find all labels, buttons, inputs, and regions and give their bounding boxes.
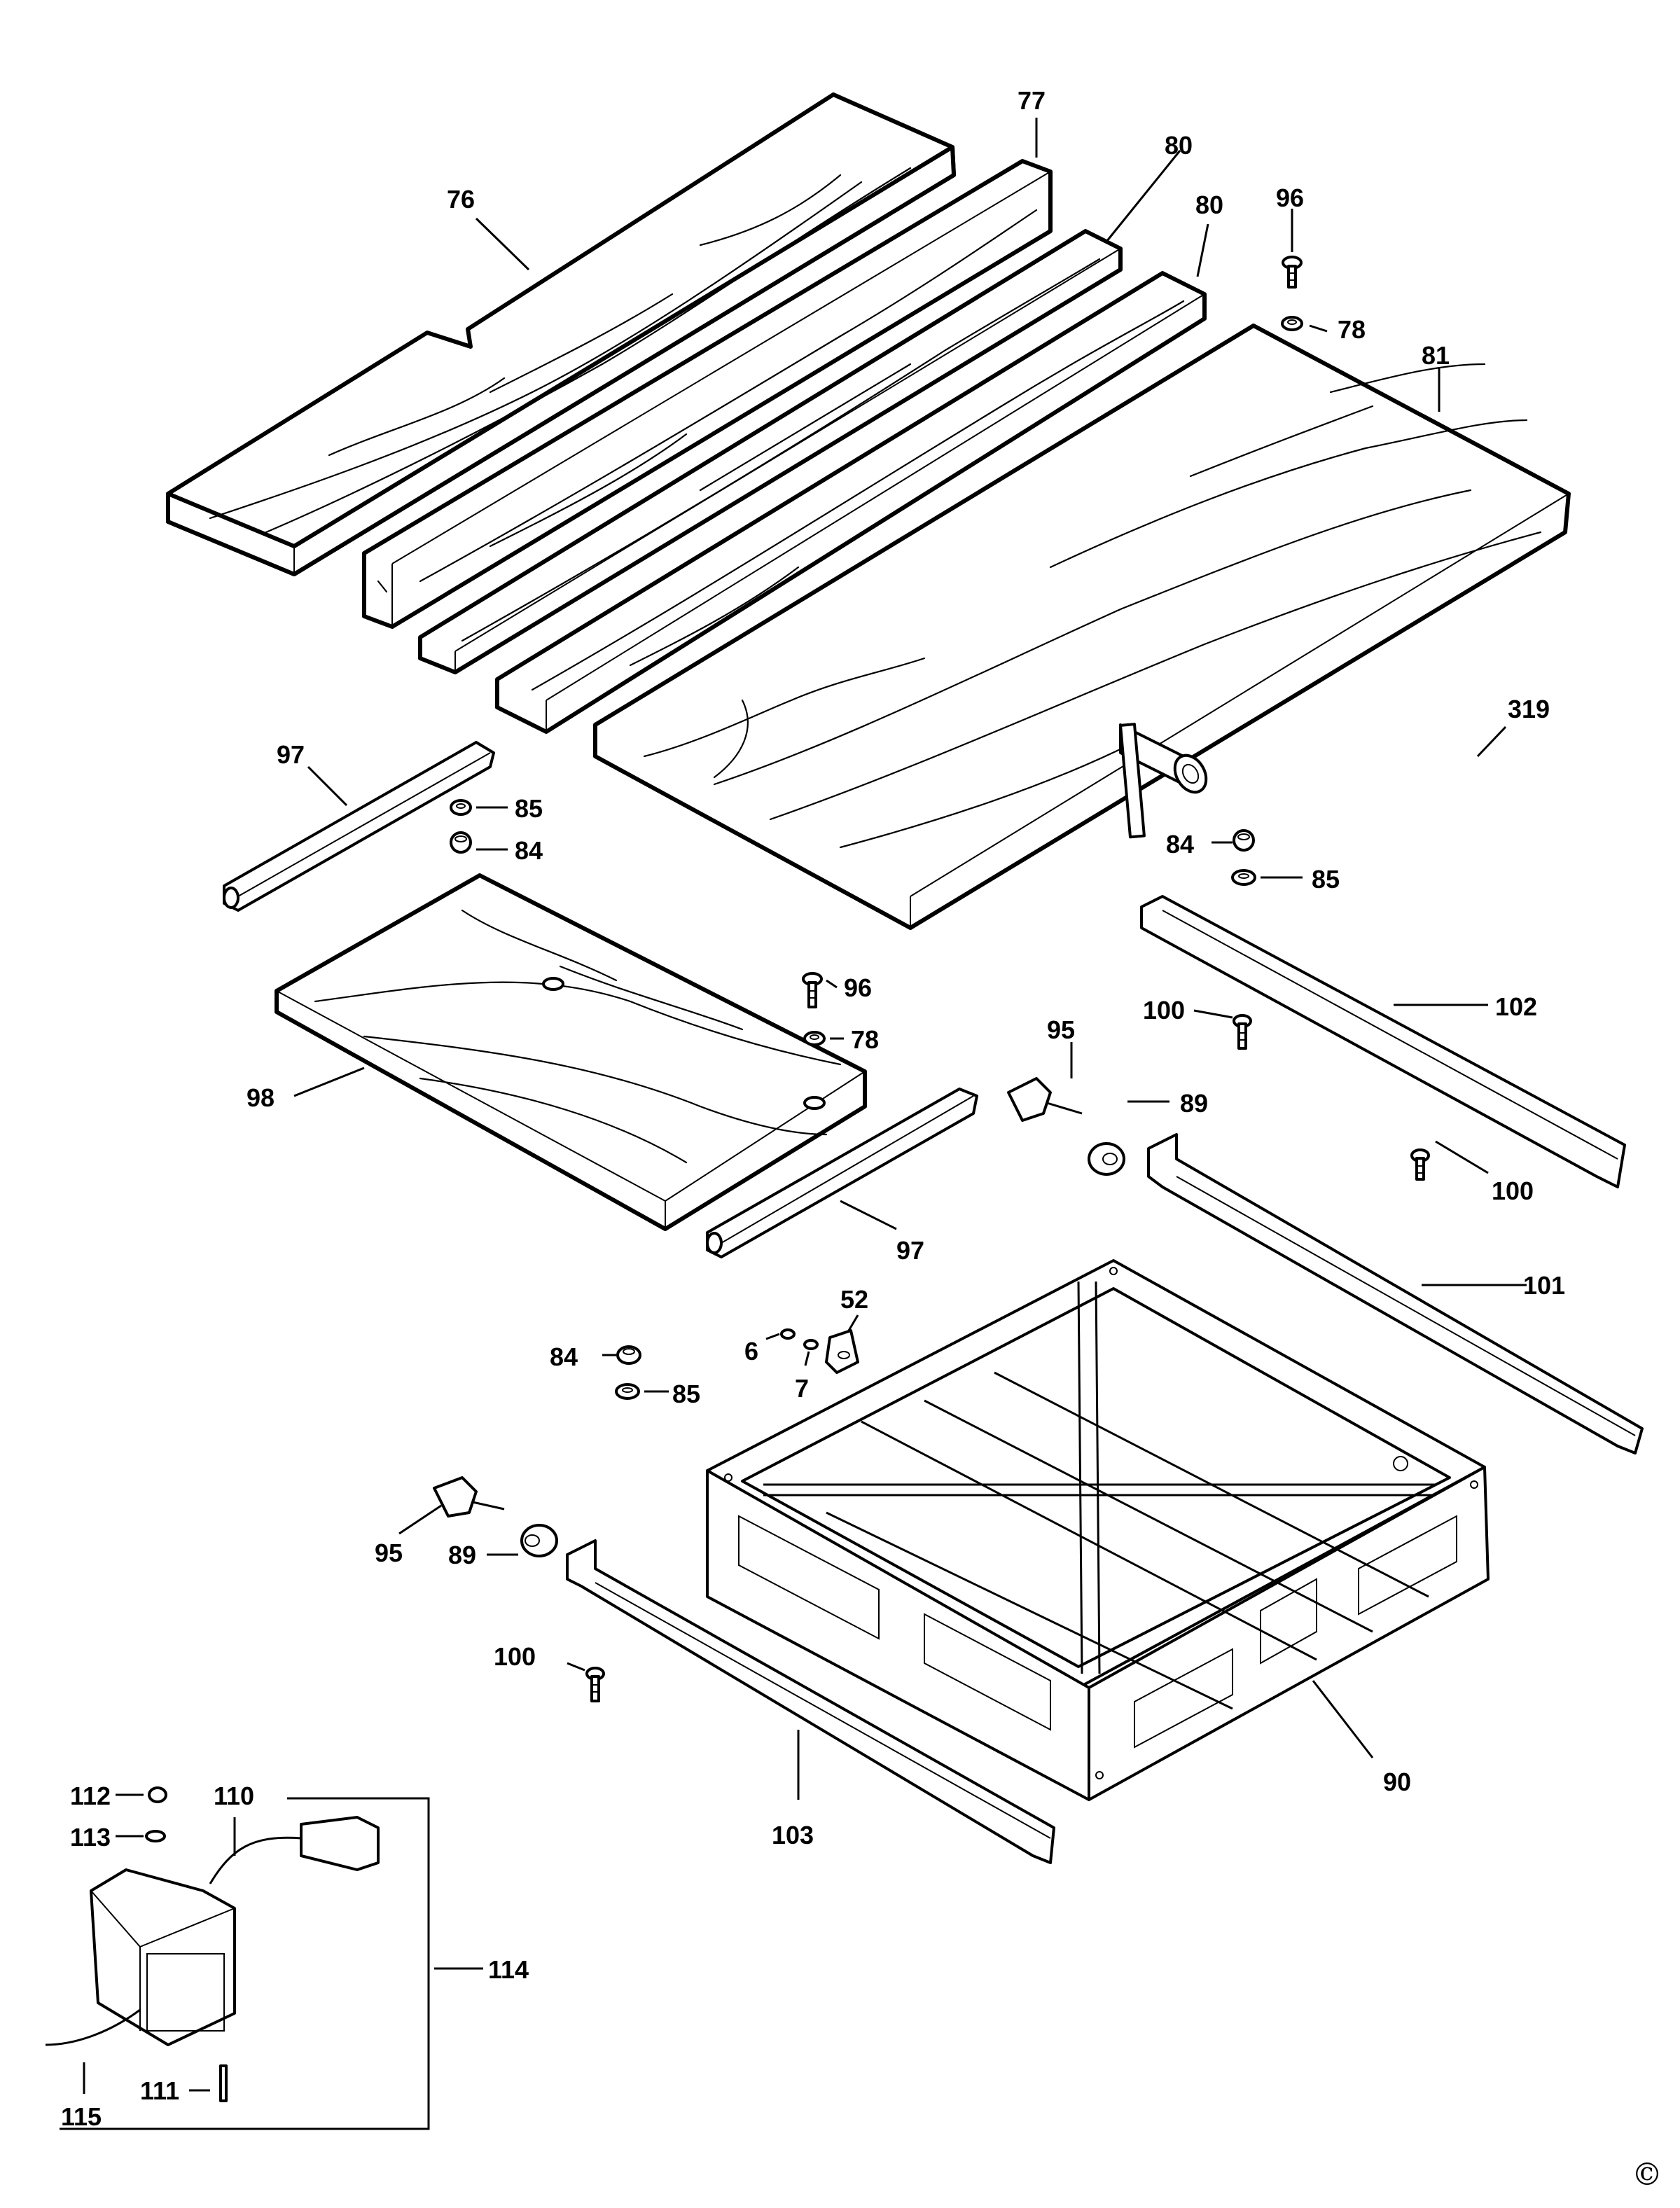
label-95-right: 95	[1047, 1015, 1075, 1044]
washer-7	[803, 1339, 819, 1350]
wrench-319	[1119, 723, 1208, 839]
rail-97-top	[223, 741, 495, 912]
label-7: 7	[795, 1374, 809, 1403]
screw-6	[780, 1328, 796, 1340]
label-78-mid: 78	[851, 1025, 879, 1054]
screw-100-top	[1233, 1014, 1252, 1050]
label-112: 112	[70, 1782, 111, 1810]
label-6: 6	[744, 1337, 758, 1366]
label-100-bottom: 100	[494, 1642, 536, 1671]
angle-rail-103	[566, 1539, 1055, 1864]
part-labels: 76 77 80 80 96 78 81 319 97 85 84 84 85 …	[61, 86, 1662, 2193]
label-115: 115	[61, 2102, 102, 2131]
label-100-right: 100	[1492, 1176, 1534, 1205]
label-110: 110	[214, 1782, 254, 1810]
nut-85-right	[1231, 869, 1256, 886]
label-85-lower: 85	[672, 1380, 700, 1408]
label-89-right: 89	[1180, 1089, 1208, 1118]
board-80-second	[495, 271, 1207, 734]
nut-85-left	[450, 799, 472, 816]
label-80-second: 80	[1195, 190, 1223, 219]
panel-98	[275, 873, 867, 1231]
leader-lines	[83, 118, 1527, 2094]
board-80-first	[418, 229, 1123, 674]
label-84-lower: 84	[550, 1342, 578, 1371]
nut-84-left	[450, 831, 472, 854]
angle-rail-102	[1140, 895, 1626, 1188]
label-98: 98	[247, 1083, 275, 1112]
washer-78-top	[1281, 316, 1303, 331]
label-76: 76	[447, 185, 475, 214]
label-77: 77	[1018, 86, 1046, 115]
clip-52	[825, 1329, 859, 1374]
label-85-right: 85	[1312, 865, 1340, 894]
label-78-top: 78	[1338, 315, 1366, 344]
rail-97-bottom	[706, 1088, 978, 1258]
label-111: 111	[140, 2076, 179, 2105]
label-52: 52	[840, 1285, 868, 1314]
label-89-left: 89	[448, 1541, 476, 1569]
label-81: 81	[1422, 341, 1450, 370]
screw-96-top	[1282, 256, 1303, 289]
label-84-right: 84	[1166, 830, 1194, 859]
nut-84-right	[1233, 829, 1255, 852]
screw-100-right	[1410, 1148, 1430, 1181]
screw-96-mid	[802, 972, 823, 1008]
label-103: 103	[772, 1821, 814, 1849]
label-114: 114	[488, 1955, 529, 1984]
label-95-left: 95	[375, 1539, 403, 1567]
board-76	[166, 92, 956, 576]
label-96-mid: 96	[844, 973, 872, 1002]
spacer-89-left	[520, 1524, 558, 1557]
label-80-first: 80	[1165, 131, 1193, 160]
frame-90	[706, 1259, 1490, 1801]
board-81	[593, 324, 1571, 930]
label-97-top: 97	[277, 740, 305, 769]
label-101: 101	[1523, 1271, 1565, 1300]
label-319: 319	[1508, 695, 1550, 723]
board-77	[362, 159, 1053, 629]
nut-84-lower	[616, 1345, 641, 1365]
label-113: 113	[70, 1823, 111, 1852]
screw-100-bottom	[585, 1667, 605, 1702]
label-102: 102	[1495, 992, 1537, 1021]
angle-rail-101	[1147, 1133, 1644, 1454]
transformer-group	[45, 1786, 430, 2130]
label-96-top: 96	[1276, 183, 1304, 212]
spacer-89-right	[1088, 1142, 1125, 1176]
washer-78-mid	[803, 1031, 826, 1046]
knob-95-left	[433, 1476, 505, 1518]
knob-95-right	[1007, 1077, 1083, 1122]
label-97-bottom: 97	[896, 1236, 924, 1265]
label-85-left: 85	[515, 794, 543, 823]
label-90: 90	[1383, 1768, 1411, 1796]
nut-85-lower	[615, 1383, 640, 1400]
label-84-left: 84	[515, 836, 543, 865]
copyright-symbol: ©	[1632, 2157, 1662, 2193]
label-100-top: 100	[1143, 996, 1185, 1025]
